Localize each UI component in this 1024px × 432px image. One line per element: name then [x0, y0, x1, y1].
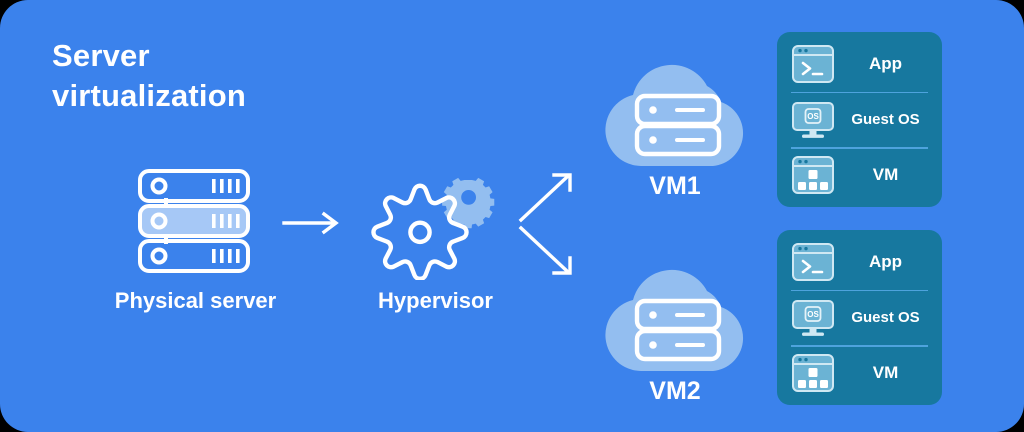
physical-server-label: Physical server	[114, 288, 277, 313]
stack-row-label: App	[868, 53, 903, 73]
cloud-server-icon	[605, 269, 744, 371]
gears-icon	[371, 177, 495, 280]
stack-row-label: VM	[872, 363, 899, 383]
stack-row-label: Guest OS	[851, 111, 920, 128]
vm1-stack-card: App OS Guest OS VM	[777, 32, 942, 207]
arrow-server-to-hypervisor-icon	[282, 211, 339, 235]
stack-row-app: App	[777, 36, 942, 92]
monitor-os-icon: OS	[792, 101, 834, 138]
vm1-label: VM1	[649, 172, 701, 200]
terminal-window-icon	[792, 44, 834, 83]
stack-row-app: App	[777, 234, 942, 290]
svg-text:OS: OS	[807, 310, 819, 319]
app-grid-window-icon	[792, 156, 834, 195]
stack-row-vm: VM	[777, 147, 942, 203]
stack-row-label: VM	[872, 165, 899, 185]
terminal-window-icon	[792, 242, 834, 281]
large-gear-icon	[371, 183, 469, 280]
arrow-hypervisor-to-vm2-icon	[518, 225, 572, 275]
server-stack-icon	[138, 169, 250, 273]
stack-row-vm: VM	[777, 345, 942, 401]
stack-row-guest-os: OS Guest OS	[777, 91, 942, 148]
small-gear-icon	[442, 177, 495, 229]
monitor-os-icon: OS	[792, 299, 834, 336]
physical-server-node	[108, 168, 283, 328]
app-grid-window-icon	[792, 354, 834, 393]
vm1-node: VM1	[585, 62, 765, 222]
svg-text:OS: OS	[807, 112, 819, 121]
hypervisor-label: Hypervisor	[378, 288, 493, 313]
vm2-stack-card: App OS Guest OS VM	[777, 230, 942, 405]
page-title: Server virtualization	[52, 38, 246, 113]
stack-row-label: Guest OS	[851, 309, 920, 326]
vm2-node: VM2	[585, 267, 765, 427]
vm2-label: VM2	[649, 377, 701, 405]
arrow-hypervisor-to-vm1-icon	[518, 173, 572, 223]
hypervisor-node	[348, 168, 523, 328]
stack-row-label: App	[868, 251, 903, 271]
cloud-server-icon	[605, 64, 744, 166]
stack-row-guest-os: OS Guest OS	[777, 289, 942, 346]
